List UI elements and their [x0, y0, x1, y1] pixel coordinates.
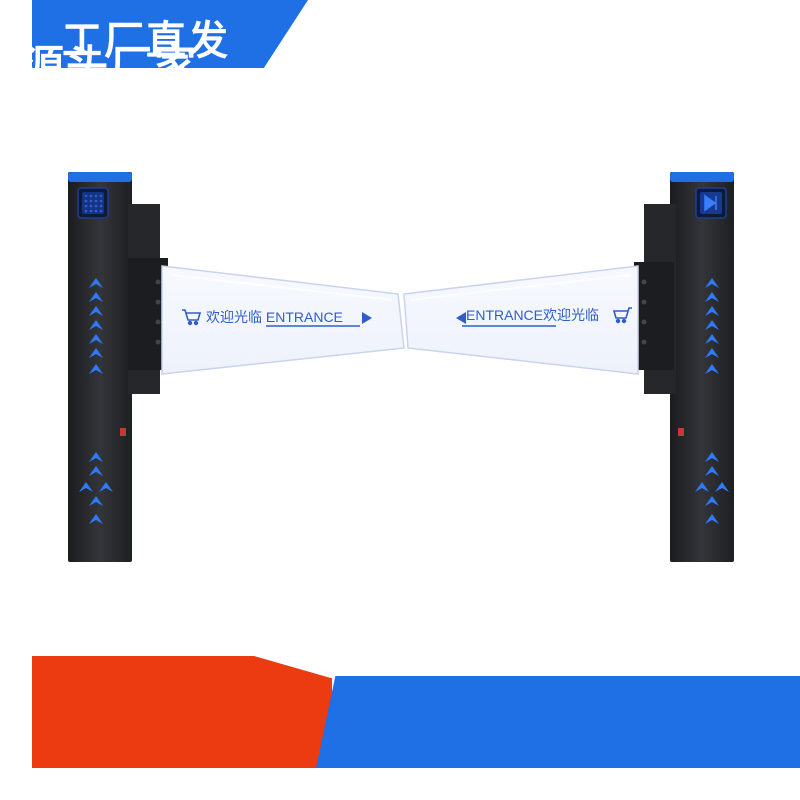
right-glass-flap: ENTRANCE欢迎光临	[403, 265, 639, 375]
cart-icon	[182, 309, 202, 326]
cart-icon	[612, 307, 632, 324]
custom-quality-text: 支持定制 质量保障	[314, 49, 674, 98]
top-banner	[32, 0, 308, 68]
arrow-left-icon	[456, 312, 466, 324]
left-pillar	[68, 172, 168, 562]
gate-label-right: ENTRANCE欢迎光临	[466, 307, 599, 323]
arrow-right-icon	[362, 312, 372, 324]
gate-label-left: 欢迎光临 ENTRANCE	[206, 309, 343, 325]
bottom-blue-block	[316, 676, 800, 768]
top-banner-text: 工厂直发	[62, 18, 230, 64]
right-pillar	[634, 172, 734, 562]
bottom-bar	[32, 656, 800, 768]
source-factory-text: 源头厂家	[22, 41, 199, 90]
bottom-red-block	[32, 656, 332, 768]
left-glass-flap: 欢迎光临 ENTRANCE	[161, 265, 405, 375]
